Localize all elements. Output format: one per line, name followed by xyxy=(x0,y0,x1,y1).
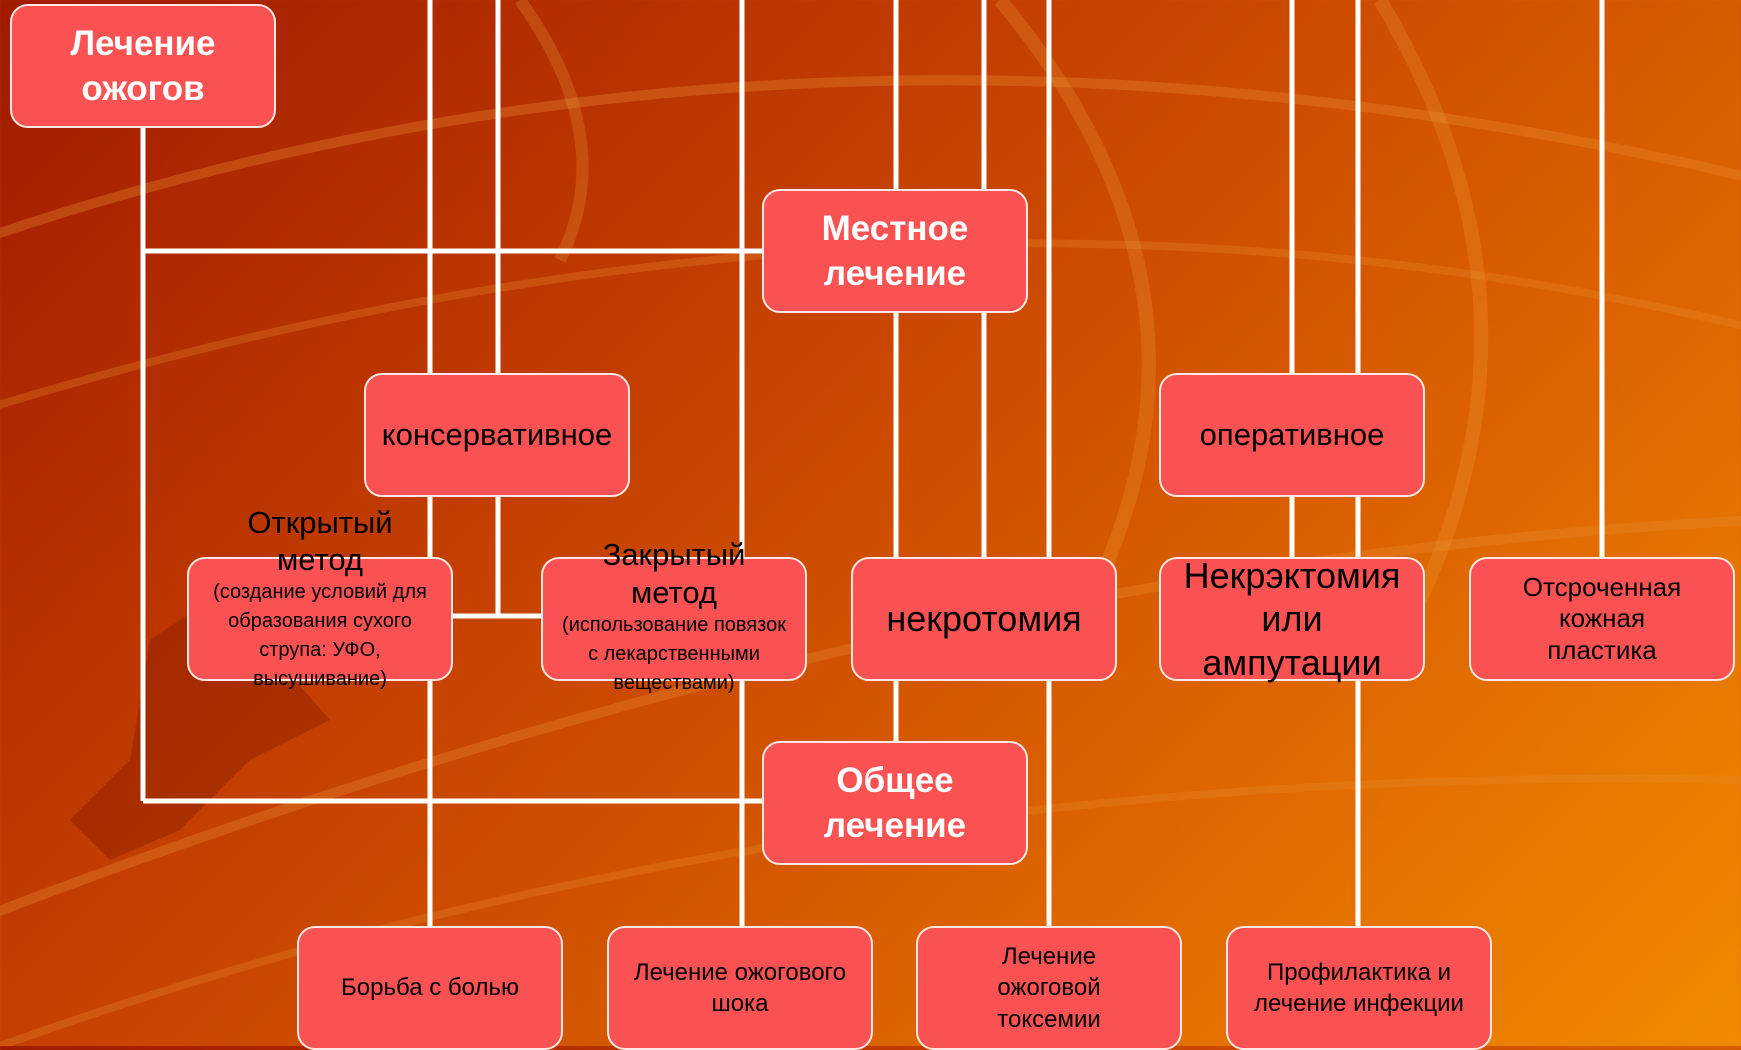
pain-label: Борьба с болью xyxy=(341,974,519,1002)
general-treatment-box: Общее лечение xyxy=(762,741,1028,865)
local-treatment-box: Местное лечение xyxy=(762,189,1028,313)
necrotomy-box: некротомия xyxy=(851,557,1117,681)
necrectomy-box: Некрэктомия или ампутации xyxy=(1159,555,1425,683)
shock-box: Лечение ожогового шока xyxy=(607,926,873,1050)
operative-label: оперативное xyxy=(1199,417,1385,453)
toxemia-label: Лечение ожоговой токсемии xyxy=(997,943,1101,1033)
conservative-label: консервативное xyxy=(381,417,613,453)
skin-grafting-box: Отсроченная кожная пластика xyxy=(1469,557,1735,681)
open-method-detail: (создание условий для образования сухого… xyxy=(213,581,427,691)
shock-label: Лечение ожогового шока xyxy=(633,958,847,1017)
open-method-title: Открытый метод xyxy=(247,504,393,577)
conservative-box: консервативное xyxy=(364,373,630,497)
pain-box: Борьба с болью xyxy=(297,926,563,1050)
root-box: Лечение ожогов xyxy=(10,4,276,128)
toxemia-box: Лечение ожоговой токсемии xyxy=(916,926,1182,1050)
root-label: Лечение ожогов xyxy=(70,23,216,109)
local-treatment-label: Местное лечение xyxy=(821,208,969,294)
closed-method-box: Закрытый метод (использование повязок с … xyxy=(541,537,807,694)
general-treatment-label: Общее лечение xyxy=(823,760,967,846)
open-method-box: Открытый метод (создание условий для обр… xyxy=(187,505,453,690)
necrotomy-label: некротомия xyxy=(886,598,1082,640)
necrectomy-label: Некрэктомия или ампутации xyxy=(1183,555,1401,683)
closed-method-detail: (использование повязок с лекарственными … xyxy=(562,613,786,694)
closed-method-title: Закрытый метод xyxy=(602,537,746,610)
skin-grafting-label: Отсроченная кожная пластика xyxy=(1522,572,1682,665)
infection-box: Профилактика и лечение инфекции xyxy=(1226,926,1492,1050)
operative-box: оперативное xyxy=(1159,373,1425,497)
infection-label: Профилактика и лечение инфекции xyxy=(1254,958,1464,1017)
